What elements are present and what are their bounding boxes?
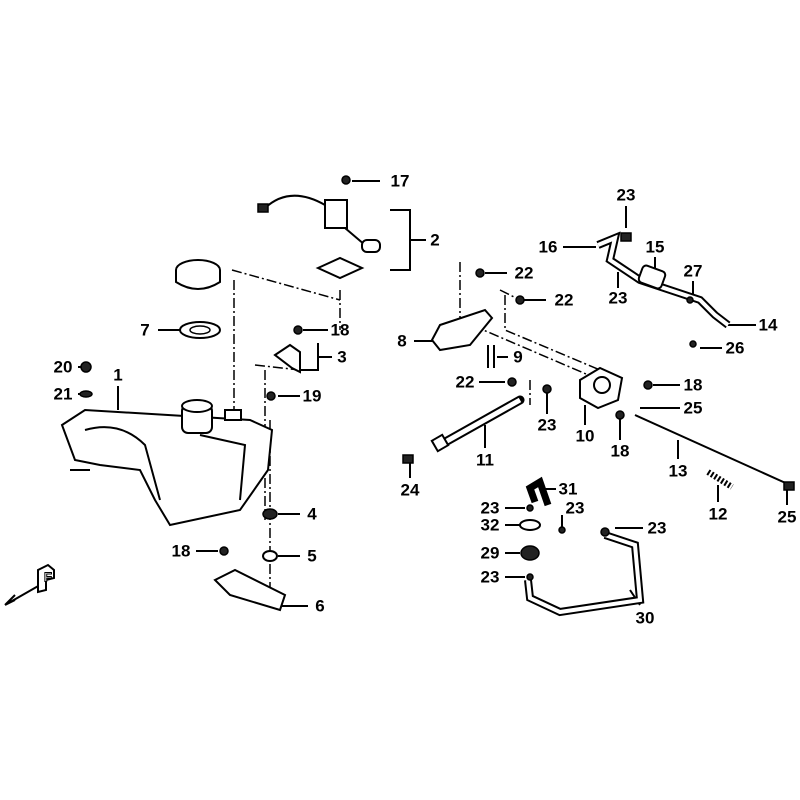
collar bbox=[262, 550, 278, 562]
front-indicator-label: F bbox=[44, 569, 53, 585]
callout-11: 11 bbox=[476, 450, 494, 470]
callout-17: 17 bbox=[390, 171, 410, 191]
callout-22: 22 bbox=[554, 290, 574, 310]
fuel-level-sender bbox=[257, 175, 381, 253]
callout-20: 20 bbox=[53, 357, 73, 377]
callout-12: 12 bbox=[708, 504, 728, 524]
bolts bbox=[79, 268, 653, 556]
callout-8: 8 bbox=[397, 331, 407, 351]
fuel-pump bbox=[579, 366, 624, 410]
callout-23: 23 bbox=[480, 498, 500, 518]
pin bbox=[487, 345, 495, 368]
callout-1: 1 bbox=[113, 365, 123, 385]
callout-26: 26 bbox=[725, 338, 745, 358]
callout-30: 30 bbox=[635, 608, 655, 628]
grommet bbox=[262, 508, 278, 520]
callout-22: 22 bbox=[455, 372, 475, 392]
callout-27: 27 bbox=[683, 261, 703, 281]
callout-7: 7 bbox=[140, 320, 150, 340]
clamp bbox=[402, 454, 414, 464]
callout-18: 18 bbox=[610, 441, 630, 461]
return-hose bbox=[519, 476, 645, 617]
bracket bbox=[273, 343, 301, 374]
spring bbox=[706, 469, 734, 490]
callout-10: 10 bbox=[575, 426, 595, 446]
callout-25: 25 bbox=[683, 398, 703, 418]
callout-23: 23 bbox=[565, 498, 585, 518]
callout-18: 18 bbox=[683, 375, 703, 395]
callout-19: 19 bbox=[302, 386, 322, 406]
callout-3: 3 bbox=[337, 347, 347, 367]
callout-4: 4 bbox=[307, 504, 317, 524]
callout-32: 32 bbox=[480, 515, 500, 535]
callout-31: 31 bbox=[558, 479, 578, 499]
callout-18: 18 bbox=[171, 541, 191, 561]
clamp bbox=[783, 481, 795, 491]
callout-23: 23 bbox=[480, 567, 500, 587]
callout-9: 9 bbox=[513, 347, 523, 367]
front-direction-arrow bbox=[4, 563, 55, 606]
callout-24: 24 bbox=[400, 480, 420, 500]
callout-2: 2 bbox=[430, 230, 440, 250]
hose bbox=[634, 414, 791, 486]
callout-5: 5 bbox=[307, 546, 317, 566]
pump-bracket bbox=[430, 308, 494, 352]
fuel-tank bbox=[60, 399, 274, 527]
hose-assembly bbox=[430, 395, 525, 453]
callout-23: 23 bbox=[537, 415, 557, 435]
callout-23: 23 bbox=[608, 288, 628, 308]
gasket bbox=[315, 256, 365, 280]
fuel-filter-line bbox=[596, 231, 731, 348]
mount-bracket bbox=[213, 568, 287, 612]
callout-29: 29 bbox=[480, 543, 500, 563]
callout-21: 21 bbox=[53, 384, 73, 404]
callout-6: 6 bbox=[315, 596, 325, 616]
callout-23: 23 bbox=[647, 518, 667, 538]
callout-13: 13 bbox=[668, 461, 688, 481]
callout-16: 16 bbox=[538, 237, 558, 257]
fuel-cap-body bbox=[175, 270, 221, 290]
callout-18: 18 bbox=[330, 320, 350, 340]
leader-lines bbox=[78, 180, 788, 607]
callout-22: 22 bbox=[514, 263, 534, 283]
callout-15: 15 bbox=[645, 237, 665, 257]
callout-23: 23 bbox=[616, 185, 636, 205]
callout-14: 14 bbox=[758, 315, 778, 335]
callout-25: 25 bbox=[777, 507, 797, 527]
